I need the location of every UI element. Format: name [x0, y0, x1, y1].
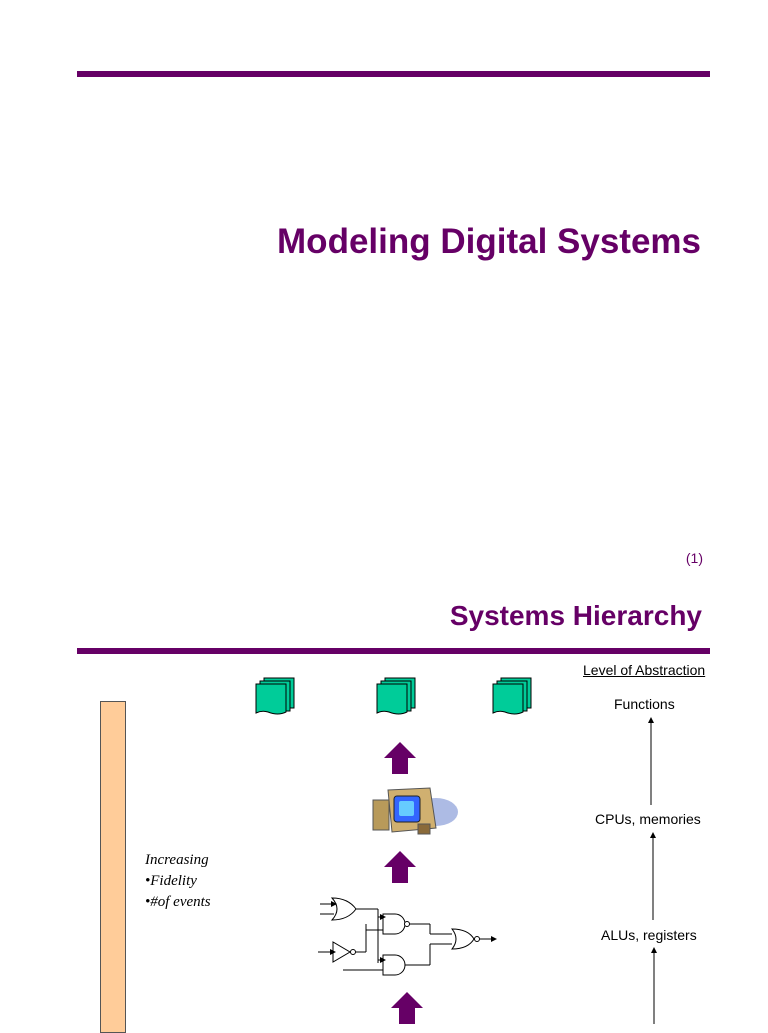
level-alus-registers: ALUs, registers: [601, 927, 697, 943]
document-stack-icon: [376, 677, 416, 715]
up-arrow-icon: [384, 742, 416, 774]
fidelity-bar: [100, 701, 126, 1033]
abstraction-axis: [648, 717, 657, 1024]
computer-icon: [372, 787, 458, 835]
slide-title: Modeling Digital Systems: [277, 222, 701, 261]
increasing-item-events: •#of events: [145, 894, 211, 910]
document-stack-icon: [255, 677, 295, 715]
slide-number: (1): [685, 550, 703, 566]
level-cpus-memories: CPUs, memories: [595, 811, 701, 827]
up-arrow-icon: [391, 992, 423, 1024]
up-arrow-icon: [384, 851, 416, 883]
abstraction-header: Level of Abstraction: [583, 662, 706, 678]
document-stack-icon: [492, 677, 532, 715]
section-title: Systems Hierarchy: [449, 600, 702, 631]
increasing-note: Increasing •Fidelity •#of events: [145, 850, 211, 913]
increasing-item-fidelity: •Fidelity: [145, 873, 197, 889]
increasing-heading: Increasing: [145, 852, 209, 868]
section-rule: [77, 648, 710, 654]
logic-gates-icon: [318, 897, 497, 976]
level-functions: Functions: [614, 696, 675, 712]
top-rule: [77, 71, 710, 77]
